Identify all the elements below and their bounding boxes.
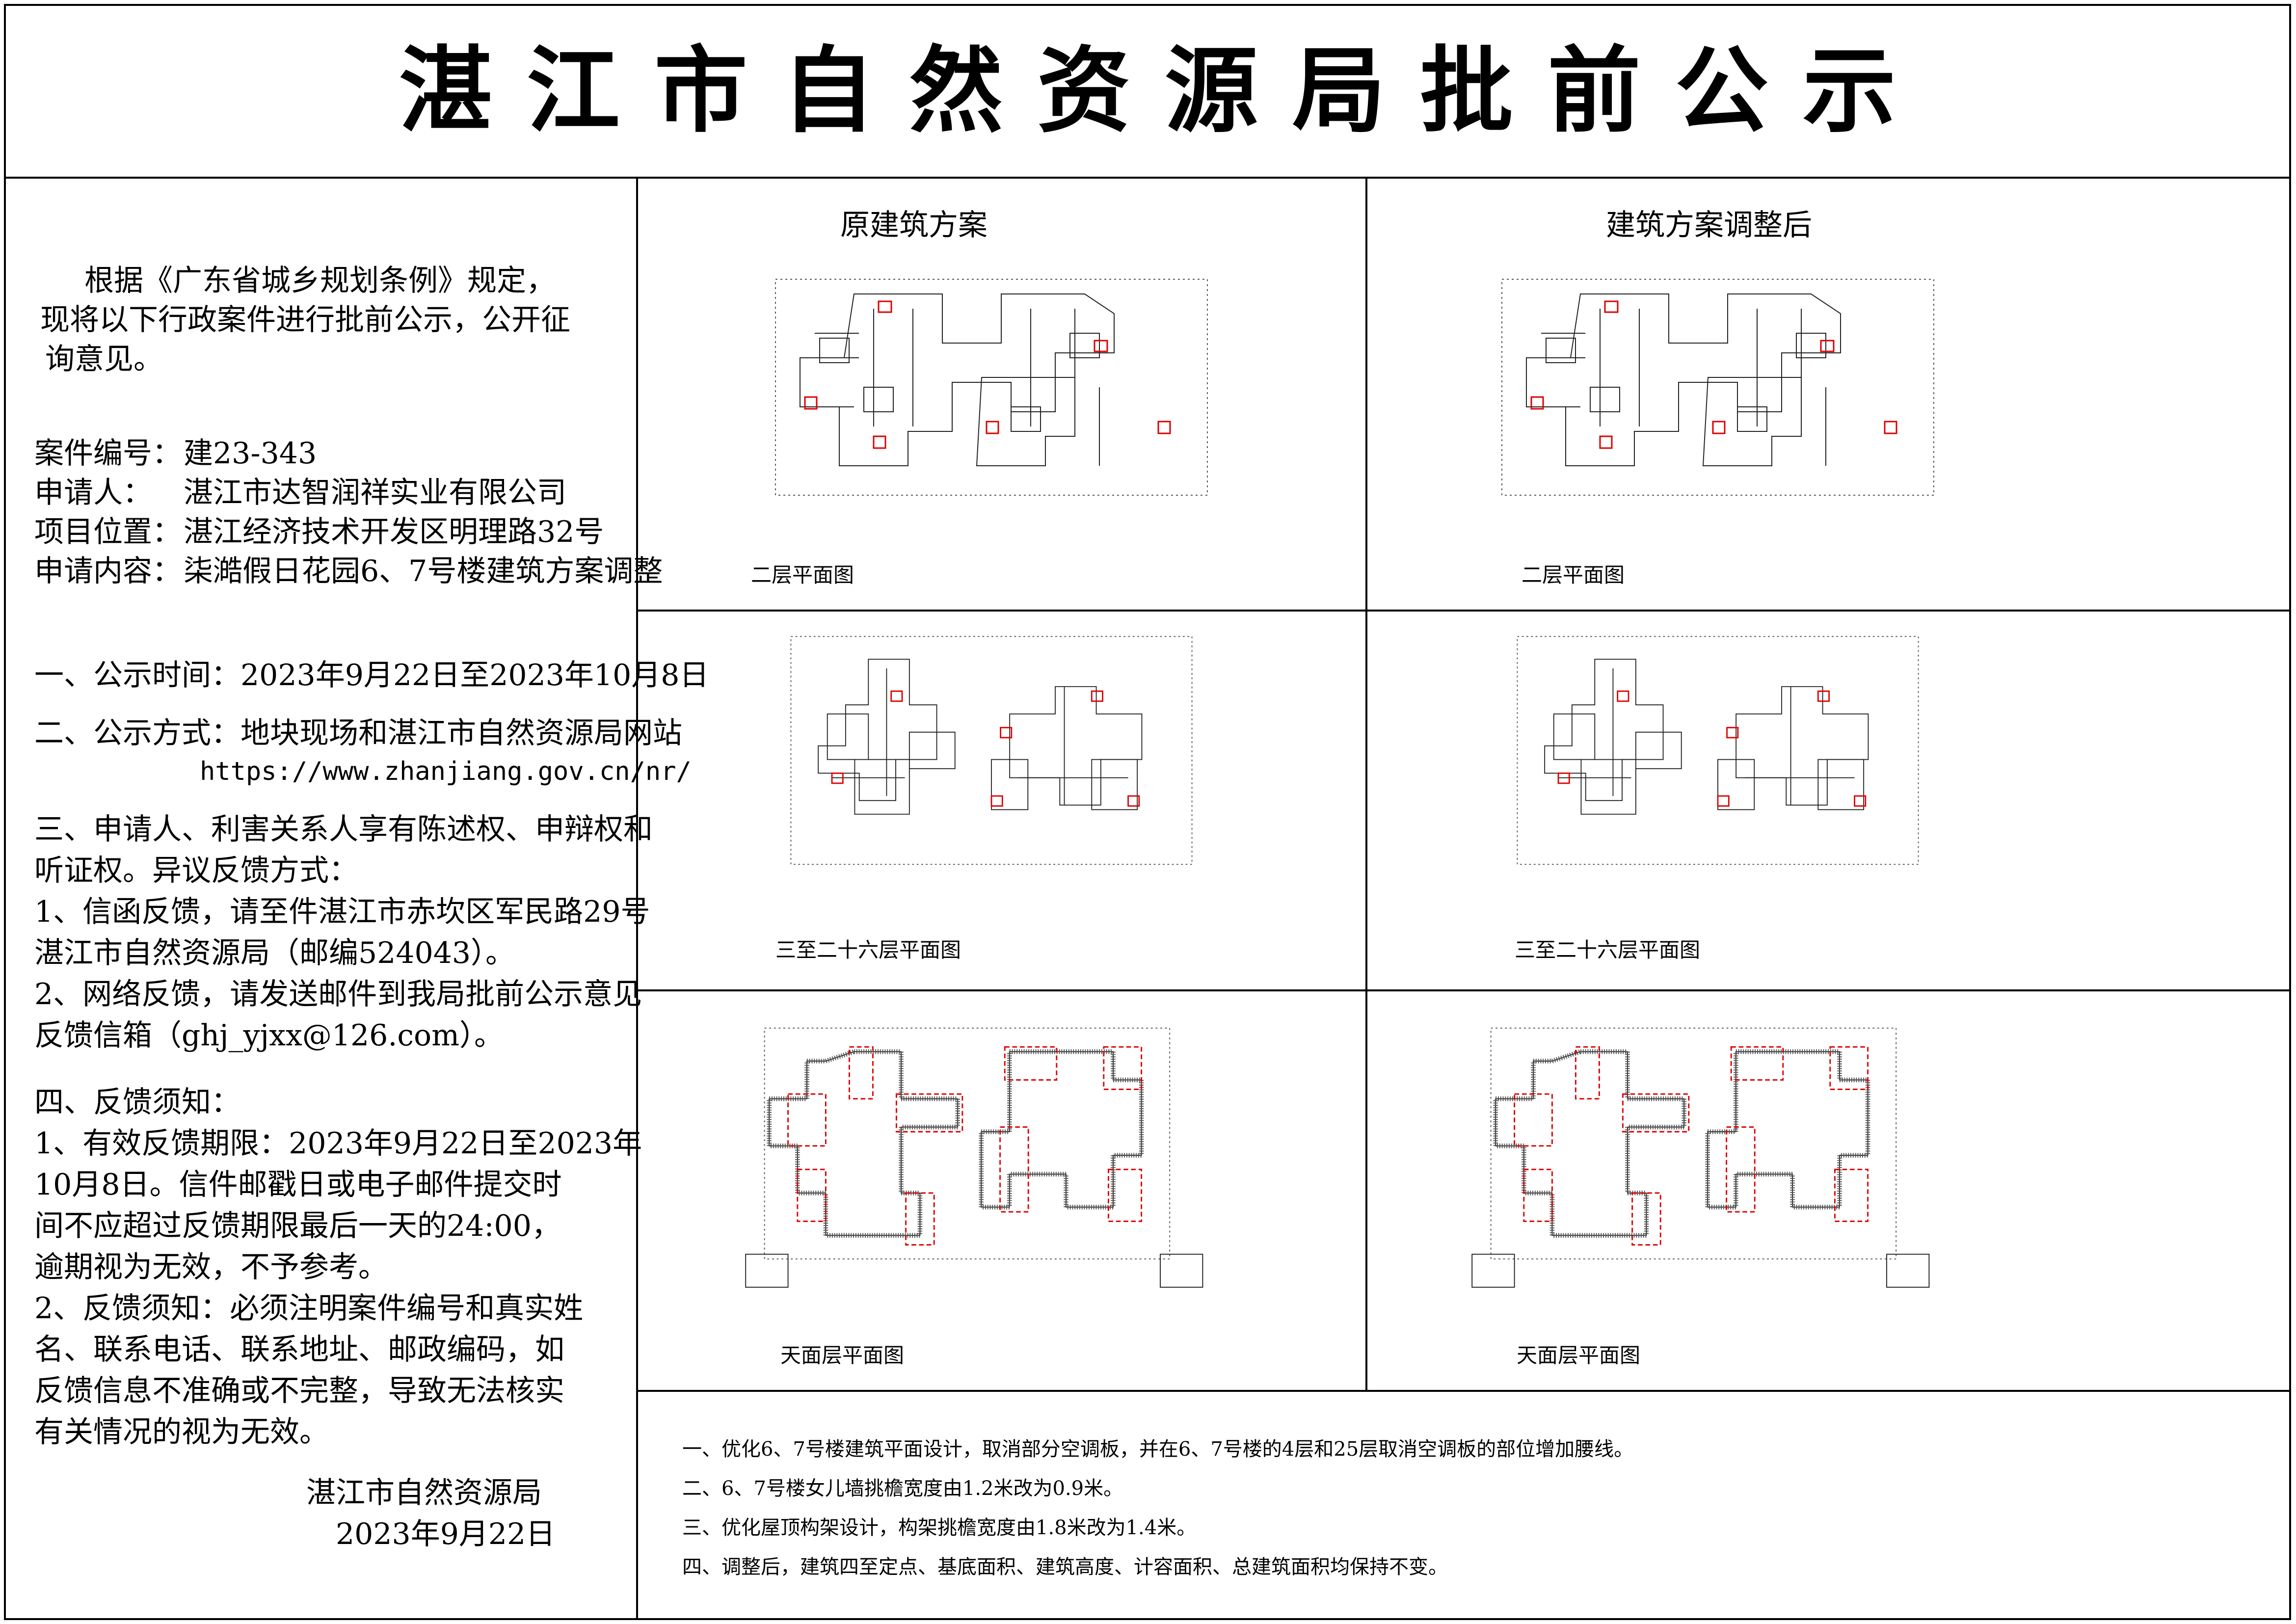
location: 湛江经济技术开发区明理路32号 bbox=[184, 515, 604, 549]
floor-plan-drawing bbox=[756, 260, 1227, 515]
plan-label: 三至二十六层平面图 bbox=[1515, 938, 1701, 962]
section-4-line-4: 间不应超过反馈期限最后一天的24:00， bbox=[34, 1209, 561, 1243]
section-4-line-9: 有关情况的视为无效。 bbox=[34, 1415, 329, 1449]
section-3-line-5: 2、网络反馈，请发送邮件到我局批前公示意见 bbox=[34, 977, 642, 1012]
drawings-column: 原建筑方案 建筑方案调整后 bbox=[638, 179, 2289, 1618]
typical-floor-plan-original bbox=[790, 636, 1193, 865]
floor-plan-drawing bbox=[736, 1008, 1207, 1303]
adjusted-plan-heading: 建筑方案调整后 bbox=[1606, 208, 1812, 242]
second-floor-plan-original bbox=[775, 279, 1208, 496]
section-4-line-1: 四、反馈须知： bbox=[34, 1085, 240, 1119]
floor-plan-drawing bbox=[1482, 623, 1953, 878]
section-2-method: 二、公示方式：地块现场和湛江市自然资源局网站 bbox=[34, 716, 682, 750]
row-divider-2 bbox=[638, 989, 2289, 991]
website-link[interactable]: https://www.zhanjiang.gov.cn/nr/ bbox=[200, 757, 692, 786]
notice-text-column: 根据《广东省城乡规划条例》规定， 现将以下行政案件进行批前公示，公开征 询意见。… bbox=[6, 179, 709, 1618]
content-label: 申请内容： bbox=[34, 554, 182, 588]
row-divider-3 bbox=[638, 1390, 2289, 1392]
section-4-line-8: 反馈信息不准确或不完整，导致无法核实 bbox=[34, 1374, 564, 1408]
floor-plan-drawing bbox=[1463, 1008, 1934, 1303]
location-label: 项目位置： bbox=[34, 515, 182, 549]
change-note: 四、调整后，建筑四至定点、基底面积、建筑高度、计容面积、总建筑面积均保持不变。 bbox=[682, 1556, 1448, 1578]
section-3-line-2: 听证权。异议反馈方式： bbox=[34, 853, 358, 888]
section-3-line-1: 三、申请人、利害关系人享有陈述权、申辩权和 bbox=[34, 812, 653, 847]
plan-label: 三至二十六层平面图 bbox=[775, 938, 961, 962]
original-plan-heading: 原建筑方案 bbox=[840, 208, 988, 242]
row-divider-1 bbox=[638, 610, 2289, 612]
page-title: 湛江市自然资源局批前公示 bbox=[399, 37, 1930, 145]
plan-label: 二层平面图 bbox=[1522, 563, 1625, 587]
plan-label: 天面层平面图 bbox=[1517, 1343, 1641, 1367]
section-4-line-6: 2、反馈须知：必须注明案件编号和真实姓 bbox=[34, 1291, 584, 1326]
applicant-label: 申请人： bbox=[34, 476, 152, 510]
signature-date: 2023年9月22日 bbox=[336, 1517, 556, 1551]
section-1-time: 一、公示时间：2023年9月22日至2023年10月8日 bbox=[34, 658, 709, 692]
section-4-line-3: 10月8日。信件邮戳日或电子邮件提交时 bbox=[34, 1168, 562, 1202]
typical-floor-plan-adjusted bbox=[1517, 636, 1919, 865]
roof-plan-original bbox=[745, 1027, 1203, 1288]
content: 柒澔假日花园6、7号楼建筑方案调整 bbox=[184, 554, 663, 588]
section-3-line-4: 湛江市自然资源局（邮编524043）。 bbox=[34, 936, 515, 970]
plan-label: 二层平面图 bbox=[751, 563, 854, 587]
column-divider bbox=[1365, 179, 1367, 1392]
second-floor-plan-adjusted bbox=[1501, 279, 1934, 496]
plan-label: 天面层平面图 bbox=[780, 1343, 905, 1367]
change-note: 一、优化6、7号楼建筑平面设计，取消部分空调板，并在6、7号楼的4层和25层取消… bbox=[682, 1438, 1634, 1461]
case-no: 建23-343 bbox=[184, 436, 317, 471]
change-note: 二、6、7号楼女儿墙挑檐宽度由1.2米改为0.9米。 bbox=[682, 1477, 1123, 1500]
notice-frame: 湛江市自然资源局批前公示 根据《广东省城乡规划条例》规定， 现将以下行政案件进行… bbox=[4, 4, 2291, 1620]
applicant: 湛江市达智润祥实业有限公司 bbox=[184, 476, 566, 510]
roof-plan-adjusted bbox=[1471, 1027, 1930, 1288]
signature: 湛江市自然资源局 bbox=[306, 1476, 542, 1510]
section-4-line-2: 1、有效反馈期限：2023年9月22日至2023年 bbox=[34, 1126, 642, 1161]
case-no-label: 案件编号： bbox=[34, 436, 182, 471]
section-3-line-3: 1、信函反馈，请至件湛江市赤坎区军民路29号 bbox=[34, 895, 650, 929]
intro-line-2: 现将以下行政案件进行批前公示，公开征 bbox=[40, 303, 570, 337]
floor-plan-drawing bbox=[756, 623, 1227, 878]
section-4-line-7: 名、联系电话、联系地址、邮政编码，如 bbox=[34, 1332, 564, 1367]
title-row: 湛江市自然资源局批前公示 bbox=[6, 6, 2289, 179]
floor-plan-drawing bbox=[1482, 260, 1953, 515]
section-3-line-6: 反馈信箱（ghj_yjxx@126.com）。 bbox=[34, 1018, 504, 1053]
change-note: 三、优化屋顶构架设计，构架挑檐宽度由1.8米改为1.4米。 bbox=[682, 1517, 1197, 1539]
intro-line-1: 根据《广东省城乡规划条例》规定， bbox=[84, 264, 556, 298]
intro-line-3: 询意见。 bbox=[45, 342, 163, 376]
section-4-line-5: 逾期视为无效，不予参考。 bbox=[34, 1250, 388, 1284]
